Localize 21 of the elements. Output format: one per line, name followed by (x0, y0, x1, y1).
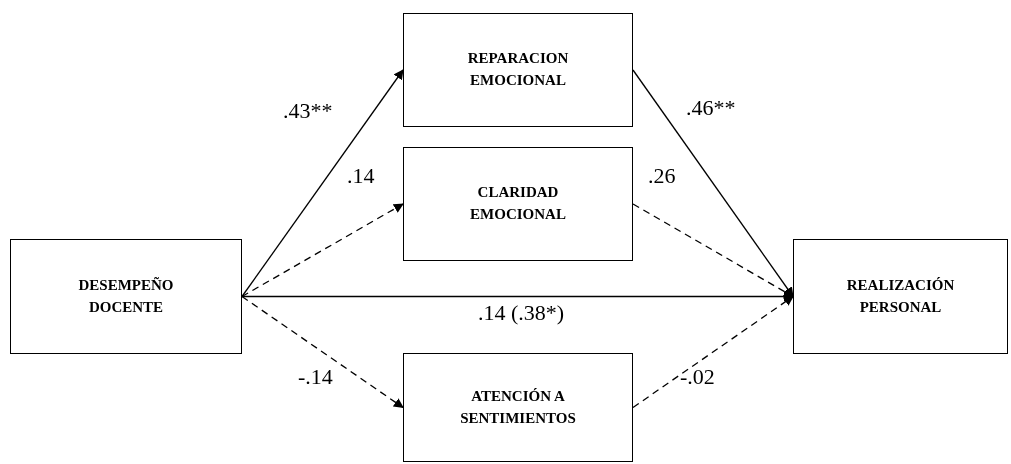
variable-name: ATENCIÓN A SENTIMIENTOS (459, 386, 577, 428)
edge-label: -.14 (298, 366, 333, 388)
arrow (241, 203, 404, 298)
variable-name: CLARIDAD EMOCIONAL (469, 183, 567, 224)
variable-box (10, 239, 242, 354)
variable-name: REALIZACIÓN PERSONAL (845, 275, 956, 317)
edge-label: .26 (648, 165, 676, 187)
arrow (241, 69, 404, 298)
edge-label: .14 (.38*) (478, 302, 565, 324)
variable-name: DESEMPEÑO DOCENTE (77, 275, 175, 317)
edge-label: -.02 (680, 366, 715, 388)
arrow (241, 295, 404, 409)
arrow (632, 295, 794, 409)
variable-name: REPARACION EMOCIONAL (466, 49, 570, 90)
edge-label: .14 (347, 165, 375, 187)
variable-box (403, 147, 633, 261)
edge-label: .46** (686, 97, 736, 119)
variable-box (793, 239, 1008, 354)
edge-label: .43** (283, 100, 333, 122)
variable-box (403, 13, 633, 127)
variable-box (403, 353, 633, 462)
